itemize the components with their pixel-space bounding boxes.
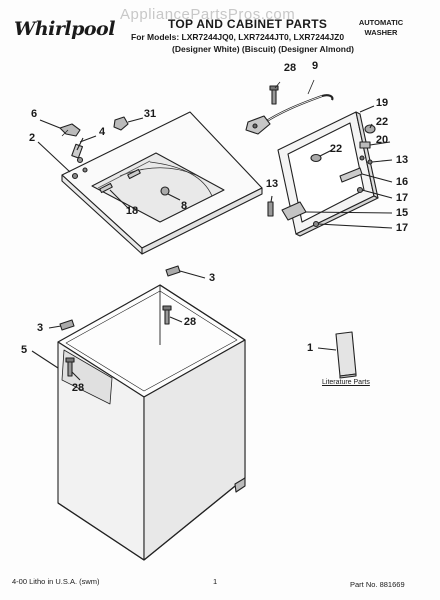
callout-5-cabinet: 5 [20, 344, 28, 356]
callout-22-bumper: 22 [375, 116, 389, 128]
callout-28-hose-screw: 28 [283, 62, 297, 74]
part-number: Part No. 881669 [350, 580, 405, 589]
literature-parts-label: Literature Parts [322, 379, 370, 386]
callout-31-bracket: 31 [143, 108, 157, 120]
site-watermark: AppliancePartsPros.com [120, 6, 296, 23]
callout-6-clip: 6 [30, 108, 38, 120]
washer-cabinet [31, 265, 246, 561]
color-variants: (Designer White) (Biscuit) (Designer Alm… [172, 44, 354, 54]
callout-17-screw-lower: 17 [395, 222, 409, 234]
callout-9-wire-harness: 9 [311, 60, 319, 72]
model-list: For Models: LXR7244JQ0, LXR7244JT0, LXR7… [131, 32, 345, 42]
brand-logo: Whirlpool [14, 18, 115, 40]
callout-20-hinge: 20 [375, 134, 389, 146]
brand-name: Whirlpool [14, 18, 115, 40]
callout-1-literature: 1 [306, 342, 314, 354]
callout-17-screw-upper: 17 [395, 192, 409, 204]
callout-18-hinge-slot: 18 [125, 205, 139, 217]
washer-top-panel [61, 111, 263, 255]
litho-note: 4-00 Litho in U.S.A. (swm) [12, 577, 100, 586]
literature-booklet [317, 331, 357, 379]
callout-19-lid: 19 [375, 97, 389, 109]
wire-harness [245, 79, 334, 135]
top-leader-lines [37, 117, 181, 211]
lid-assembly [267, 105, 393, 237]
callout-8-screw: 8 [180, 200, 188, 212]
callout-15-bracket: 15 [395, 207, 409, 219]
callout-28-panel-screw: 28 [71, 382, 85, 394]
product-type-line2: WASHER [364, 28, 398, 37]
callout-3-clip-rear: 3 [208, 272, 216, 284]
diagram-title: TOP AND CABINET PARTS [168, 17, 328, 31]
callout-22-bumper-lid: 22 [329, 143, 343, 155]
product-type-line1: AUTOMATIC [358, 18, 404, 27]
callout-4-hinge-pin: 4 [98, 126, 106, 138]
callout-13-screw-right: 13 [395, 154, 409, 166]
callout-2-top-panel: 2 [28, 132, 36, 144]
callout-16-rod: 16 [395, 176, 409, 188]
callout-13-screw-left: 13 [265, 178, 279, 190]
callout-3-clip-front: 3 [36, 322, 44, 334]
top-hinge-parts [59, 116, 129, 164]
callout-28-cabinet-screw: 28 [183, 316, 197, 328]
page-number: 1 [213, 577, 218, 586]
